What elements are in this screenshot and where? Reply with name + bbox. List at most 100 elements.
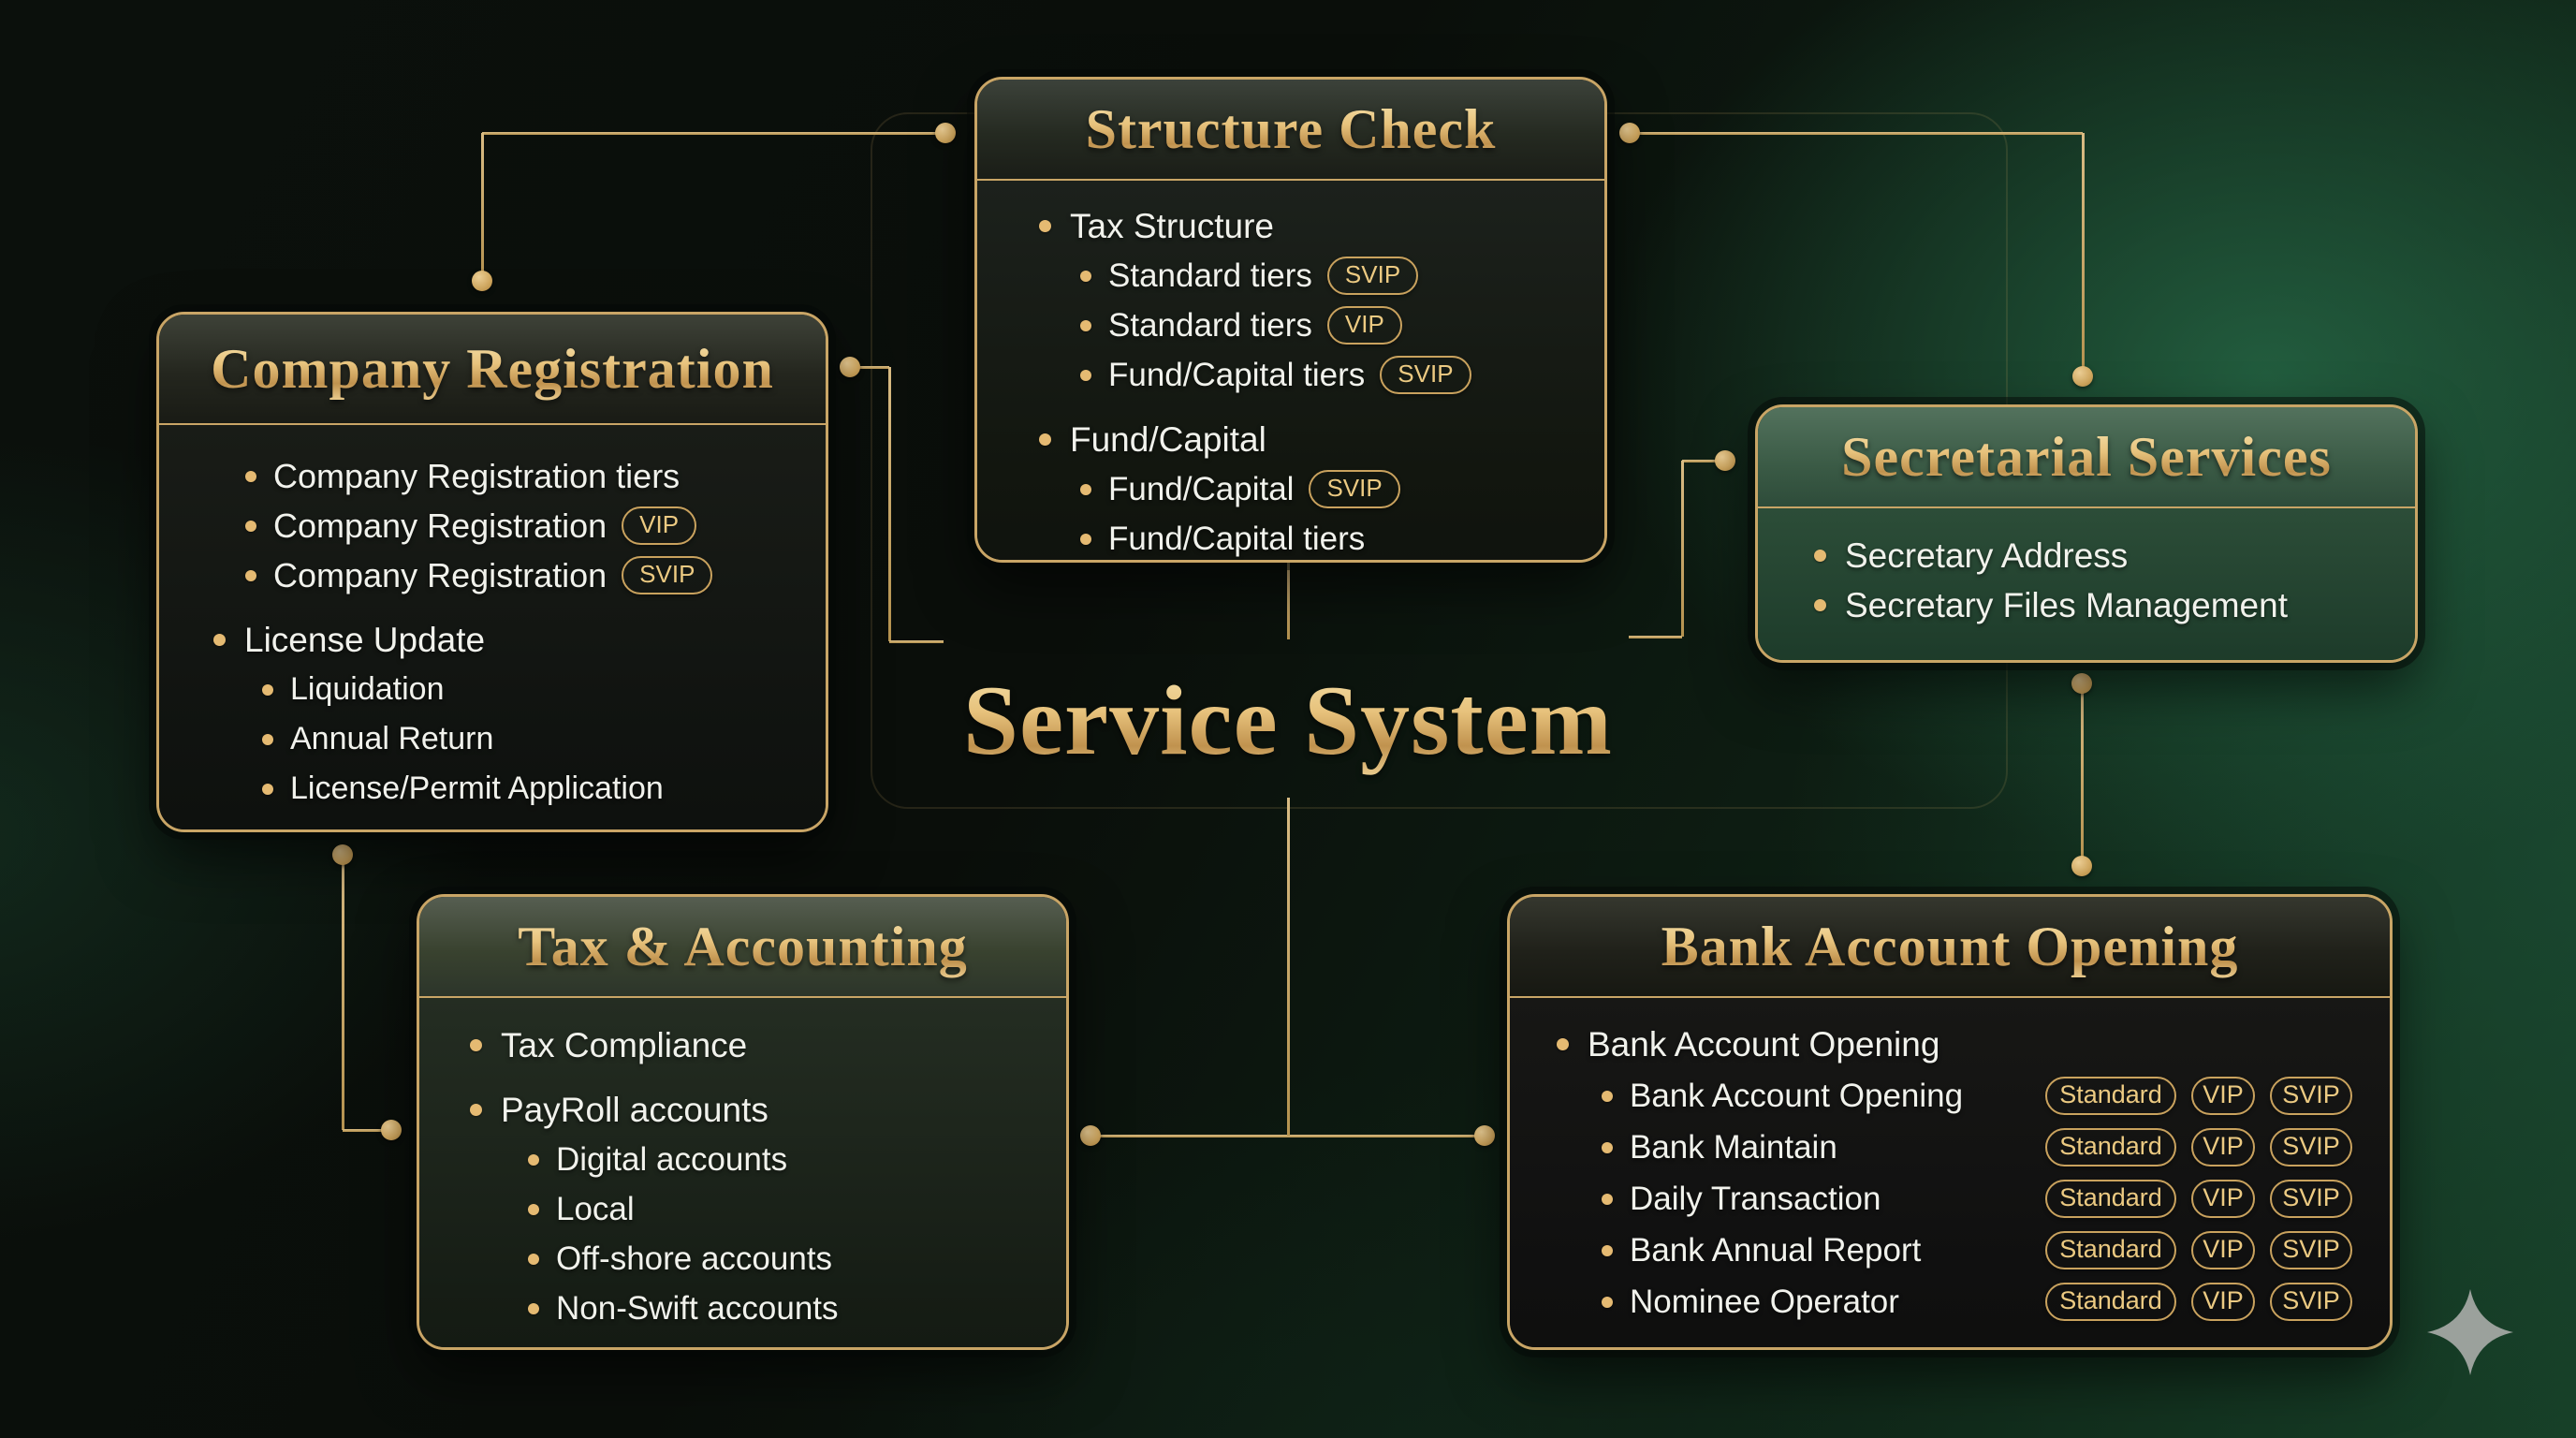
connector-dot [1080,1125,1101,1146]
connector-line [2080,683,2084,866]
bullet-icon [1602,1244,1613,1256]
list-item: Non-Swift accounts [470,1284,1038,1333]
bullet-icon [1557,1038,1569,1050]
bullet-icon [245,520,256,532]
list-item: Company Registration tiers [213,451,798,501]
list-item: Tax Structure [1039,201,1576,251]
card-title-band: Tax & Accounting [419,897,1066,998]
item-label: Company Registration [273,506,607,545]
connector-line [1286,560,1290,639]
bullet-icon [213,634,226,646]
bullet-icon [262,783,273,795]
card-title-band: Secretarial Services [1758,407,2415,508]
tier-badge-svip: SVIP [2270,1282,2352,1322]
item-label: Daily Transaction [1630,1180,1881,1217]
connector-line [343,1128,391,1132]
bullet-icon [470,1104,482,1116]
item-label: Nominee Operator [1630,1283,1899,1320]
connector-dot [472,271,492,291]
card-title-band: Bank Account Opening [1510,897,2390,998]
card-company-registration: Company Registration Company Registratio… [156,312,828,832]
bullet-icon [1080,270,1091,282]
item-label: Digital accounts [556,1140,788,1178]
item-label: Fund/Capital tiers [1108,356,1366,393]
list-item: Off-shore accounts [470,1234,1038,1284]
connector-dot [1715,450,1735,471]
list-item: Secretary Address [1814,531,2387,580]
card-title: Bank Account Opening [1661,915,2239,977]
bullet-icon [1039,433,1051,446]
list-item: Secretary Files Management [1814,580,2387,630]
tier-badge-svip: SVIP [1380,356,1471,394]
item-label: Liquidation [290,671,445,707]
tier-badge-svip: SVIP [1326,257,1419,295]
list-item: License Update [213,615,798,665]
item-label: Bank Account Opening [1588,1024,1940,1064]
list-item: Annual Return [213,714,798,764]
item-label: Annual Return [290,721,494,756]
bullet-icon [1814,599,1826,611]
card-title: Structure Check [1085,97,1497,160]
connector-line [482,131,945,135]
list-item: License/Permit Application [213,764,798,814]
connector-line [341,855,344,1130]
connector-dot [381,1120,402,1140]
bullet-icon [262,733,273,745]
item-label: Fund/Capital [1070,419,1266,459]
bullet-icon [1080,483,1091,495]
bullet-icon [528,1302,539,1314]
card-title: Company Registration [211,337,774,400]
card-title: Tax & Accounting [518,915,968,977]
bullet-icon [528,1253,539,1265]
bullet-icon [1080,533,1091,545]
list-item: Liquidation [213,665,798,714]
tier-badge-vip: VIP [2191,1179,2255,1219]
sparkle-icon [2427,1289,2513,1375]
bullet-icon [1602,1141,1613,1153]
item-label: Fund/Capital [1108,470,1295,507]
tier-badge-svip: SVIP [2270,1230,2352,1270]
tier-badge-svip: SVIP [622,556,713,594]
item-label: License/Permit Application [290,770,664,806]
item-label: Local [556,1190,635,1227]
bullet-icon [528,1203,539,1215]
connector-line [1680,461,1684,637]
item-label: Company Registration [273,555,607,594]
item-label: Tax Compliance [501,1025,748,1064]
item-label: License Update [244,620,486,659]
bullet-icon [1602,1193,1613,1205]
item-label: Bank Maintain [1630,1128,1837,1166]
list-item: Fund/Capital [1039,415,1576,464]
connector-line [1286,798,1290,1136]
list-item: Bank Account Opening [1557,1019,2358,1070]
bullet-icon [1602,1090,1613,1102]
bullet-icon [1080,369,1091,381]
tier-badge-svip: SVIP [2270,1076,2352,1116]
bullet-icon [1080,319,1091,331]
tier-badge-standard: Standard [2045,1282,2176,1322]
item-label: Standard tiers [1108,306,1312,344]
item-label: Non-Swift accounts [556,1289,839,1327]
tier-badge-standard: Standard [2045,1076,2176,1116]
connector-dot [1619,123,1640,143]
item-label: PayRoll accounts [501,1090,768,1129]
item-label: Off-shore accounts [556,1240,833,1277]
bullet-icon [1039,220,1051,232]
